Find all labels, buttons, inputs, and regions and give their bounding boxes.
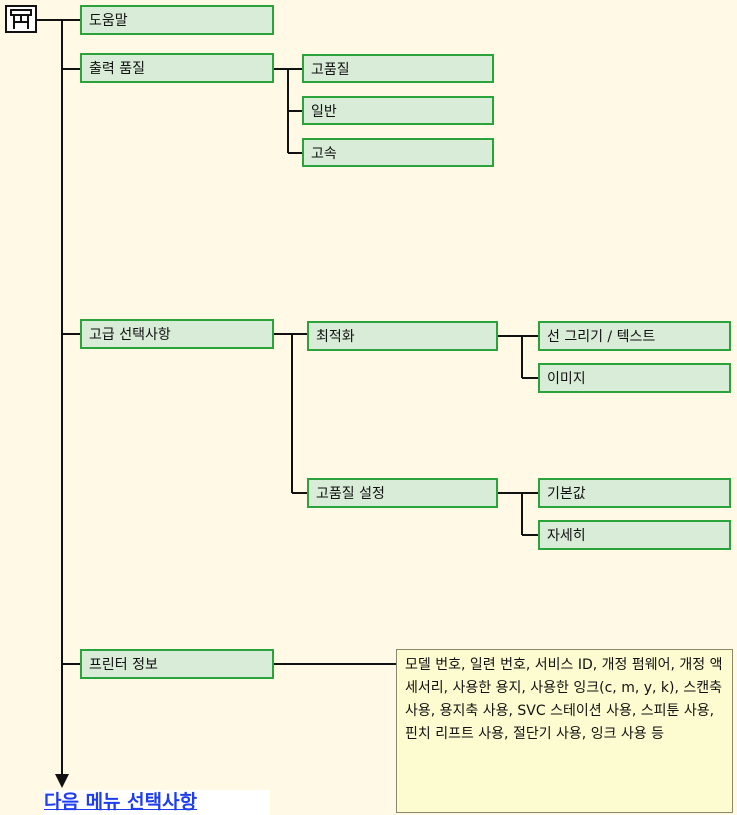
next-menu-link[interactable]: 다음 메뉴 선택사항 (44, 790, 270, 815)
printer-info-label: 프린터 정보 (89, 657, 158, 673)
advanced-options-node[interactable]: 고급 선택사항 (80, 319, 274, 349)
optimize-label: 최적화 (316, 329, 355, 345)
quality-option-label: 일반 (311, 103, 337, 120)
advanced-options-label: 고급 선택사항 (89, 327, 171, 343)
quality-option-fast[interactable]: 고속 (302, 138, 494, 167)
print-quality-label: 출력 품질 (89, 61, 145, 77)
optimize-option-image[interactable]: 이미지 (538, 363, 731, 393)
print-quality-node[interactable]: 출력 품질 (80, 53, 274, 83)
optimize-option-label: 이미지 (547, 371, 586, 387)
printer-info-node[interactable]: 프린터 정보 (80, 649, 274, 679)
optimize-option-lines-text[interactable]: 선 그리기 / 텍스트 (538, 321, 731, 351)
printer-info-details: 모델 번호, 일련 번호, 서비스 ID, 개정 펌웨어, 개정 액세서리, 사… (396, 649, 733, 813)
optimize-node[interactable]: 최적화 (307, 321, 498, 351)
hq-option-detailed[interactable]: 자세히 (538, 520, 731, 550)
help-label: 도움말 (89, 13, 128, 29)
hq-option-label: 자세히 (547, 528, 586, 544)
quality-option-high[interactable]: 고품질 (302, 54, 494, 83)
help-node[interactable]: 도움말 (80, 5, 274, 35)
quality-option-normal[interactable]: 일반 (302, 96, 494, 125)
quality-option-label: 고품질 (311, 61, 350, 78)
hq-settings-label: 고품질 설정 (316, 486, 385, 502)
hq-option-label: 기본값 (547, 486, 586, 502)
optimize-option-label: 선 그리기 / 텍스트 (547, 329, 656, 345)
hq-settings-node[interactable]: 고품질 설정 (307, 478, 498, 508)
hq-option-default[interactable]: 기본값 (538, 478, 731, 508)
quality-option-label: 고속 (311, 145, 337, 162)
printer-icon (5, 5, 37, 33)
